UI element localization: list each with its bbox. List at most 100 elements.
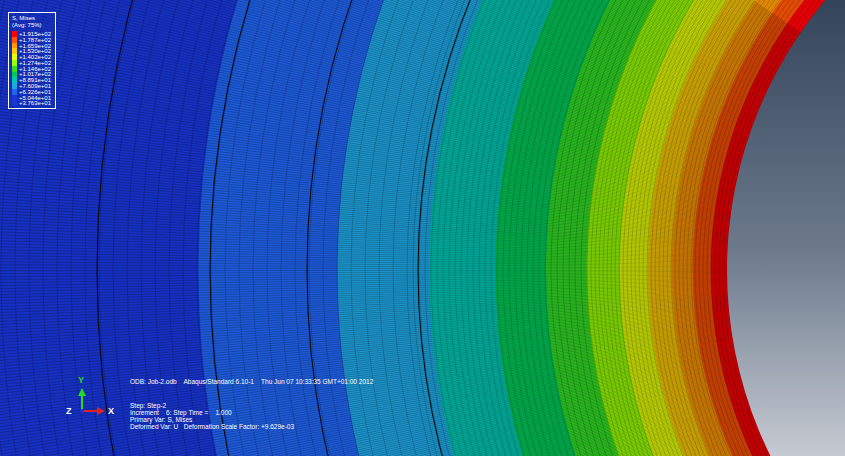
legend-swatch bbox=[12, 101, 17, 107]
mesh-ring bbox=[239, 0, 845, 456]
mesh-ring bbox=[635, 0, 845, 456]
mesh-ring bbox=[603, 0, 845, 456]
legend-value: +1.787e+02 bbox=[19, 37, 51, 43]
mesh-ring bbox=[599, 0, 845, 456]
mesh-ring bbox=[351, 0, 845, 456]
mesh-ring bbox=[699, 0, 845, 456]
mesh-ring bbox=[727, 0, 845, 456]
legend-row: +1.659e+02 bbox=[12, 43, 51, 49]
mesh-ring bbox=[703, 0, 845, 456]
mesh-ring bbox=[527, 0, 845, 456]
mesh-ring bbox=[575, 0, 845, 456]
mesh-ring bbox=[503, 0, 845, 456]
mesh-ring bbox=[225, 0, 845, 456]
mesh-ring bbox=[671, 0, 845, 456]
legend-row: +8.891e+01 bbox=[12, 77, 51, 83]
mesh-ring bbox=[437, 0, 845, 456]
mesh-ring bbox=[551, 0, 845, 456]
mesh-ring bbox=[431, 0, 845, 456]
mesh-ring bbox=[607, 0, 845, 456]
mesh-ring bbox=[533, 0, 845, 456]
mesh-ring bbox=[127, 0, 845, 456]
mesh-ring bbox=[715, 0, 845, 456]
mesh-ring bbox=[627, 0, 845, 456]
legend-row: +6.326e+01 bbox=[12, 89, 51, 95]
mesh-ring bbox=[43, 0, 845, 456]
mesh-radial bbox=[0, 0, 800, 456]
mesh-ring bbox=[643, 0, 845, 456]
mesh-ring bbox=[687, 0, 845, 456]
step-info: Step: Step-2 bbox=[130, 402, 166, 409]
mesh-ring bbox=[57, 0, 845, 456]
legend-value: +5.044e+01 bbox=[19, 95, 51, 101]
mesh-ring bbox=[659, 0, 845, 456]
mesh-ring bbox=[295, 0, 845, 456]
mesh-ring bbox=[461, 0, 845, 456]
mesh-ring bbox=[309, 0, 845, 456]
legend-row: +1.915e+02 bbox=[12, 31, 51, 37]
legend-row: +3.763e+01 bbox=[12, 101, 51, 107]
mesh-ring bbox=[557, 0, 845, 456]
mesh-ring bbox=[71, 0, 845, 456]
legend-row: +5.044e+01 bbox=[12, 95, 51, 101]
mesh-ring bbox=[407, 0, 845, 456]
deformed-var: Deformed Var: U Deformation Scale Factor… bbox=[130, 423, 294, 430]
mesh-ring bbox=[141, 0, 845, 456]
mesh-ring bbox=[675, 0, 845, 456]
mesh-ring bbox=[623, 0, 845, 456]
mesh-ring bbox=[365, 0, 845, 456]
mesh-ring bbox=[413, 0, 845, 456]
mesh-ring bbox=[113, 0, 845, 456]
partition-arc bbox=[418, 0, 845, 456]
mesh-ring bbox=[651, 0, 845, 456]
mesh-ring bbox=[425, 0, 845, 456]
legend-value: +7.609e+01 bbox=[19, 83, 51, 89]
odb-info: ODB: Job-2.odb Abaqus/Standard 6.10-1 Th… bbox=[130, 378, 373, 385]
legend-value: +3.763e+01 bbox=[19, 100, 51, 106]
mesh-ring bbox=[449, 0, 845, 456]
partition-arc bbox=[97, 0, 845, 456]
mesh-ring bbox=[267, 0, 845, 456]
mesh-ring bbox=[211, 0, 845, 456]
legend-row: +1.530e+02 bbox=[12, 48, 51, 54]
partition-arc bbox=[210, 0, 845, 456]
legend-value: +1.530e+02 bbox=[19, 48, 51, 54]
mesh-ring bbox=[253, 0, 845, 456]
mesh-ring bbox=[323, 0, 845, 456]
mesh-ring bbox=[683, 0, 845, 456]
legend-value: +1.146e+02 bbox=[19, 66, 51, 72]
mesh-ring bbox=[99, 0, 845, 456]
mesh-ring bbox=[691, 0, 845, 456]
mesh-ring bbox=[443, 0, 845, 456]
mesh-ring bbox=[539, 0, 845, 456]
axis-label: Z bbox=[66, 407, 72, 416]
legend-value: +1.017e+02 bbox=[19, 71, 51, 77]
mesh-ring bbox=[497, 0, 845, 456]
mesh-ring bbox=[545, 0, 845, 456]
axis-label: X bbox=[108, 407, 114, 416]
mesh-ring bbox=[337, 0, 845, 456]
mesh-ring bbox=[29, 0, 845, 456]
mesh-ring bbox=[615, 0, 845, 456]
mesh-ring bbox=[639, 0, 845, 456]
mesh-ring bbox=[515, 0, 845, 456]
mesh-ring bbox=[155, 0, 845, 456]
